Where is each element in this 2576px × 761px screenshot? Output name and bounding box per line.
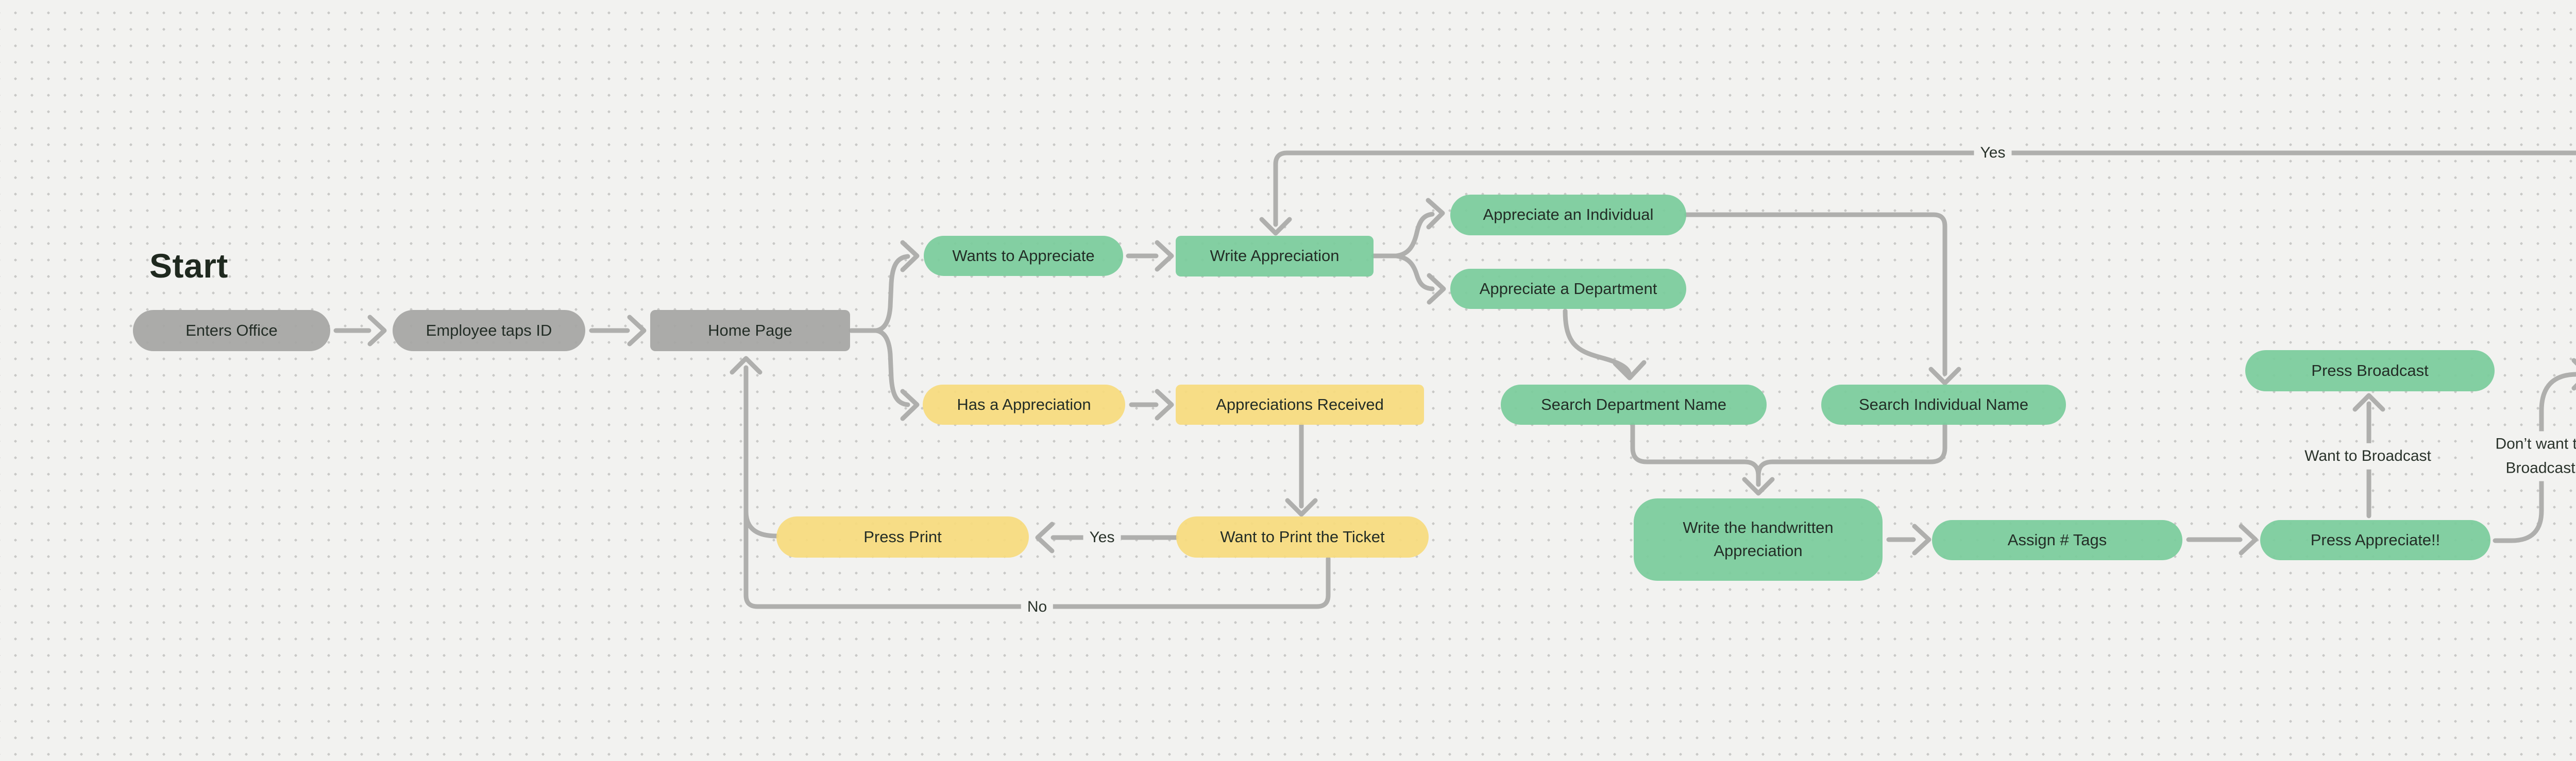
- edge-label-no-print-loop: No: [1021, 594, 1054, 620]
- node-press-broadcast[interactable]: Press Broadcast: [2245, 350, 2495, 391]
- node-want-to-print-the-ticket[interactable]: Want to Print the Ticket: [1176, 516, 1429, 558]
- edge-label-yes-top-loop: Yes: [1974, 140, 2012, 166]
- node-home-page[interactable]: Home Page: [650, 310, 850, 351]
- edge-label-want-to-broadcast: Want to Broadcast: [2298, 443, 2437, 470]
- edge-yes-loop-to-write-appreciation: [1259, 150, 2576, 236]
- edge-press-print-join: [743, 505, 779, 539]
- node-appreciate-a-department[interactable]: Appreciate a Department: [1450, 269, 1686, 309]
- edge-dont-want-broadcast: [2493, 358, 2576, 543]
- edge-individual-to-search-individual: [1684, 212, 1961, 386]
- node-search-individual-name[interactable]: Search Individual Name: [1821, 385, 2066, 425]
- node-search-department-name[interactable]: Search Department Name: [1501, 385, 1767, 425]
- edge-department-to-search-department: [1563, 308, 1647, 380]
- start-label: Start: [149, 247, 228, 285]
- node-employee-taps-id[interactable]: Employee taps ID: [393, 310, 585, 351]
- node-press-print[interactable]: Press Print: [776, 516, 1029, 558]
- edge-wants-to-write: [1126, 240, 1174, 272]
- node-write-the-handwritten-appreciation[interactable]: Write the handwritten Appreciation: [1634, 498, 1883, 581]
- edge-employee-taps-id-to-home-page: [589, 315, 647, 347]
- edge-home-page-fork: [849, 240, 920, 421]
- edge-has-to-received: [1129, 389, 1174, 421]
- edge-label-dont-want-to-broadcast: Don’t want to Broadcast: [2473, 431, 2576, 481]
- edge-search-individual-merge: [1756, 422, 1947, 478]
- edge-received-to-want-print: [1285, 422, 1318, 517]
- edge-search-department-merge: [1630, 422, 1775, 496]
- node-write-appreciation[interactable]: Write Appreciation: [1176, 236, 1374, 276]
- edge-assign-to-appreciate: [2186, 524, 2258, 556]
- node-appreciations-received[interactable]: Appreciations Received: [1176, 385, 1424, 425]
- node-enters-office[interactable]: Enters Office: [133, 310, 330, 351]
- edge-write-appreciation-fork: [1371, 198, 1446, 305]
- edge-handwritten-to-assign: [1886, 524, 1931, 556]
- node-press-appreciate[interactable]: Press Appreciate!!: [2260, 520, 2490, 560]
- node-assign-tags[interactable]: Assign # Tags: [1932, 520, 2182, 560]
- node-appreciate-an-individual[interactable]: Appreciate an Individual: [1450, 195, 1686, 235]
- edge-label-yes-print: Yes: [1083, 524, 1121, 551]
- node-has-a-appreciation[interactable]: Has a Appreciation: [923, 385, 1125, 425]
- node-wants-to-appreciate[interactable]: Wants to Appreciate: [924, 236, 1123, 276]
- edge-enters-office-to-employee-taps-id: [333, 315, 387, 347]
